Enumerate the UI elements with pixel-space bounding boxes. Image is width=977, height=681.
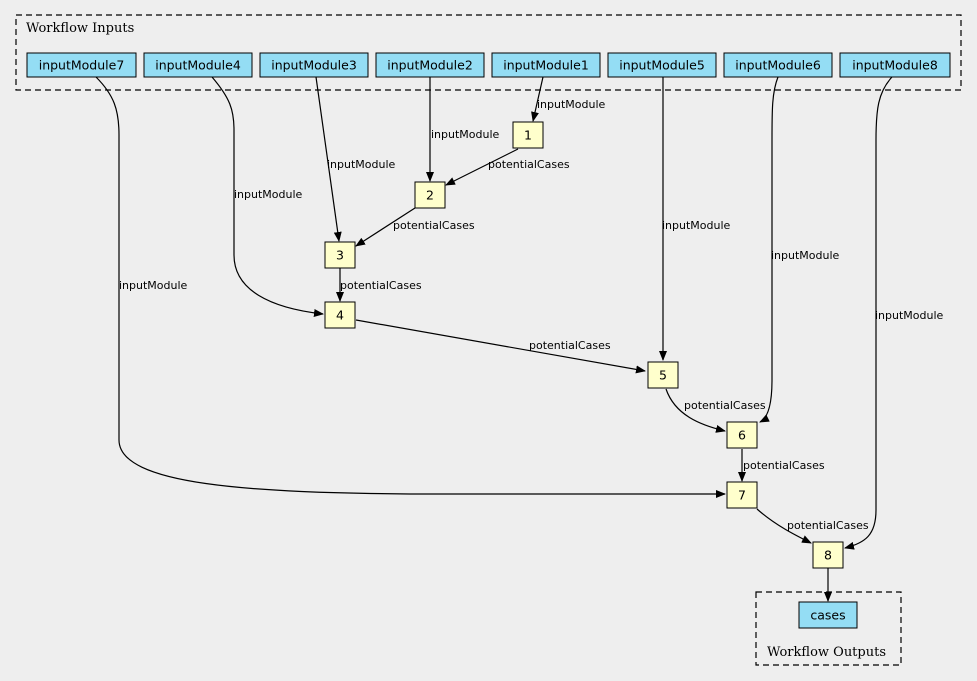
svg-text:inputModule6: inputModule6 <box>735 58 821 73</box>
workflow-outputs-label: Workflow Outputs <box>767 645 886 660</box>
input-node-inputModule2[interactable]: inputModule2 <box>375 52 485 78</box>
step-node-7[interactable]: 7 <box>726 481 758 509</box>
svg-text:3: 3 <box>336 248 344 263</box>
edge-label-input1: inputModule <box>537 98 606 111</box>
step-node-6[interactable]: 6 <box>726 421 758 449</box>
edge-label-step1-2: potentialCases <box>488 158 570 171</box>
svg-text:inputModule4: inputModule4 <box>155 58 241 73</box>
edge-label-step2-3: potentialCases <box>393 219 475 232</box>
edge-label-input2: inputModule <box>431 128 500 141</box>
edge-label-input6: inputModule <box>771 249 840 262</box>
output-node-cases[interactable]: cases <box>798 601 858 629</box>
svg-text:inputModule1: inputModule1 <box>503 58 589 73</box>
workflow-inputs-label: Workflow Inputs <box>26 21 134 36</box>
input-node-inputModule6[interactable]: inputModule6 <box>723 52 833 78</box>
edge-label-input3: inputModule <box>327 158 396 171</box>
edge-input7-step7 <box>95 76 726 498</box>
step-node-5[interactable]: 5 <box>647 361 679 389</box>
svg-text:1: 1 <box>524 128 532 143</box>
svg-text:4: 4 <box>336 308 344 323</box>
edge-input8-step8 <box>844 76 893 550</box>
svg-text:inputModule7: inputModule7 <box>39 58 125 73</box>
edge-label-step4-5: potentialCases <box>529 339 611 352</box>
edge-step1-step2 <box>445 148 519 186</box>
input-nodes: inputModule7 inputModule4 inputModule3 i… <box>26 52 951 78</box>
input-node-inputModule1[interactable]: inputModule1 <box>491 52 601 78</box>
svg-text:5: 5 <box>659 368 667 383</box>
step-node-1[interactable]: 1 <box>512 121 544 149</box>
input-node-inputModule8[interactable]: inputModule8 <box>839 52 951 78</box>
svg-text:2: 2 <box>426 188 434 203</box>
edge-label-input4: inputModule <box>234 188 303 201</box>
edge-input4-step4 <box>211 76 324 317</box>
edge-label-step5-6: potentialCases <box>684 399 766 412</box>
edge-input6-step6 <box>759 76 779 423</box>
input-node-inputModule4[interactable]: inputModule4 <box>143 52 253 78</box>
edge-step5-step6 <box>665 388 726 433</box>
edge-label-step6-7: potentialCases <box>743 459 825 472</box>
edge-input1-step1 <box>531 76 544 122</box>
edge-step2-step3 <box>355 207 416 247</box>
step-node-2[interactable]: 2 <box>414 181 446 209</box>
step-nodes: 1 2 3 4 5 6 7 8 <box>324 121 844 569</box>
svg-text:inputModule8: inputModule8 <box>852 58 938 73</box>
edge-step4-step5 <box>355 319 646 374</box>
svg-text:7: 7 <box>738 488 746 503</box>
step-node-8[interactable]: 8 <box>812 541 844 569</box>
step-node-4[interactable]: 4 <box>324 301 356 329</box>
svg-text:cases: cases <box>810 608 845 623</box>
edge-labels: inputModule inputModule potentialCases i… <box>119 98 944 532</box>
svg-text:8: 8 <box>824 548 832 563</box>
edge-label-input5: inputModule <box>662 219 731 232</box>
input-node-inputModule3[interactable]: inputModule3 <box>259 52 369 78</box>
input-node-inputModule7[interactable]: inputModule7 <box>26 52 137 78</box>
input-node-inputModule5[interactable]: inputModule5 <box>607 52 717 78</box>
svg-text:6: 6 <box>738 428 746 443</box>
step-node-3[interactable]: 3 <box>324 241 356 269</box>
edge-label-step3-4: potentialCases <box>340 279 422 292</box>
edges <box>95 76 893 602</box>
edge-input3-step3 <box>315 76 342 242</box>
edge-label-input8: inputModule <box>875 309 944 322</box>
svg-text:inputModule5: inputModule5 <box>619 58 705 73</box>
edge-step7-step8 <box>756 508 812 544</box>
workflow-inputs-cluster <box>15 14 962 91</box>
edge-label-input7: inputModule <box>119 279 188 292</box>
svg-text:inputModule2: inputModule2 <box>387 58 473 73</box>
edge-label-step7-8: potentialCases <box>787 519 869 532</box>
svg-text:inputModule3: inputModule3 <box>271 58 357 73</box>
